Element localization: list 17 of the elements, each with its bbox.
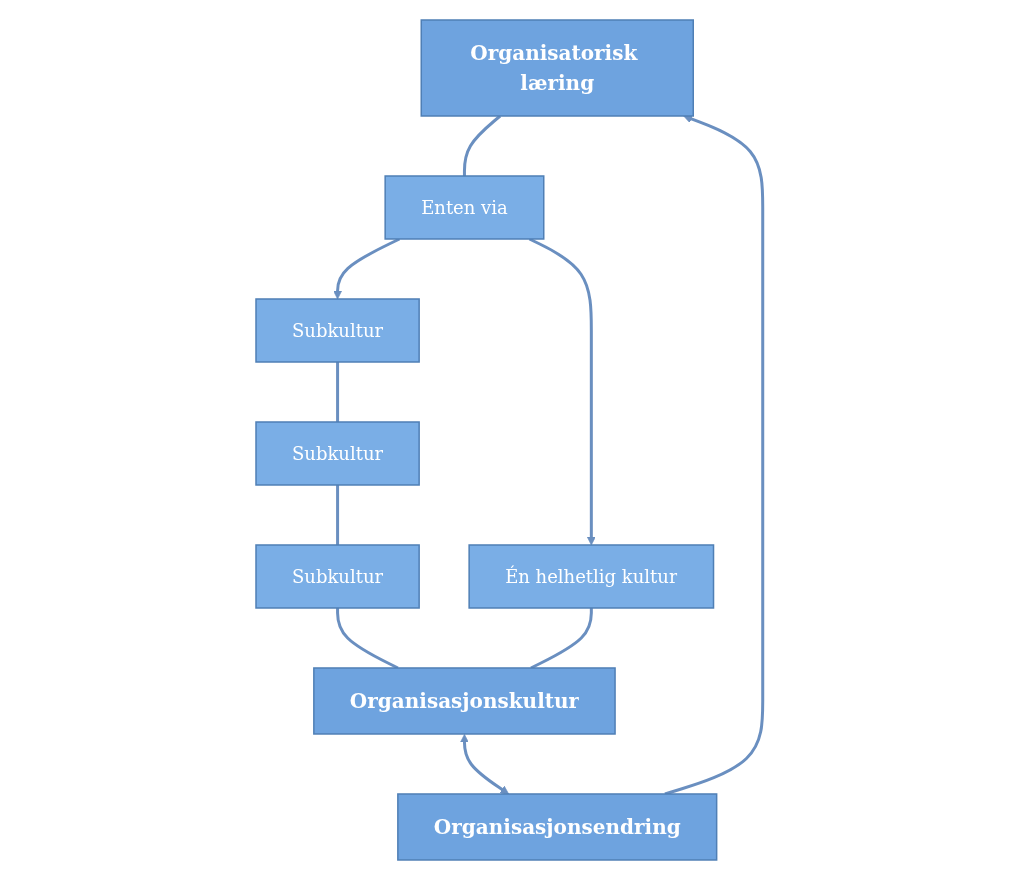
connector [530, 607, 593, 669]
connector [463, 114, 502, 176]
connector [336, 361, 340, 422]
node-box: Organisatorisk læring [420, 18, 695, 117]
node-box: Subkultur [255, 297, 420, 363]
arrow [460, 733, 510, 794]
node-box: Organisasjonskultur [313, 666, 616, 735]
arrow [528, 237, 596, 545]
node-box: Organisasjonsendring [397, 792, 718, 861]
connector [336, 484, 340, 545]
node-box: Én helhetlig kultur [468, 543, 715, 609]
node-box: Enten via [384, 174, 545, 240]
node-box: Subkultur [255, 420, 420, 486]
connector [336, 607, 399, 669]
arrow [333, 237, 401, 299]
arrow [664, 114, 765, 795]
node-box: Subkultur [255, 543, 420, 609]
